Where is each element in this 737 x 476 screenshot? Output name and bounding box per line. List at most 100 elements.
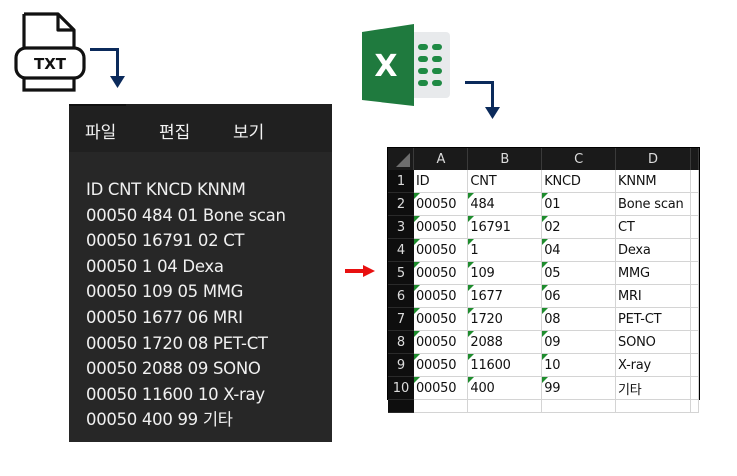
cell[interactable]: 00050 [413, 261, 469, 285]
cell[interactable]: X-ray [615, 353, 691, 377]
menu-file[interactable]: 파일 [85, 123, 117, 143]
cell[interactable]: KNNM [615, 170, 691, 193]
cell[interactable]: 484 [467, 192, 543, 216]
txt-file-icon: TXT [14, 12, 86, 92]
text-line: 00050 109 05 MMG [86, 282, 244, 302]
table-row: 10 00050 400 99 기타 [388, 376, 700, 400]
cell[interactable]: CNT [467, 170, 543, 193]
cell[interactable]: 00050 [413, 284, 469, 308]
cell[interactable]: Dexa [615, 238, 691, 262]
row-header[interactable]: 9 [388, 353, 414, 377]
cell[interactable] [690, 353, 700, 377]
row-header[interactable]: 10 [388, 376, 414, 400]
cell[interactable] [690, 170, 700, 193]
cell[interactable]: SONO [615, 330, 691, 354]
cell[interactable] [690, 238, 700, 262]
table-row: 4 00050 1 04 Dexa [388, 238, 700, 262]
cell[interactable] [690, 261, 700, 285]
text-line: 00050 1677 06 MRI [86, 307, 243, 327]
text-line: 00050 400 99 기타 [86, 410, 233, 430]
row-header[interactable]: 4 [388, 238, 414, 262]
row-header[interactable]: 2 [388, 192, 414, 216]
cell[interactable]: 1677 [467, 284, 543, 308]
text-line: 00050 484 01 Bone scan [86, 205, 286, 225]
cell[interactable]: 00050 [413, 215, 469, 239]
notepad-menubar: 파일 편집 보기 [69, 104, 332, 152]
cell[interactable]: 400 [467, 376, 543, 400]
row-header[interactable]: 8 [388, 330, 414, 354]
excel-icon: X [362, 24, 450, 106]
cell[interactable] [541, 399, 617, 413]
row-header[interactable]: 1 [388, 170, 414, 193]
cell[interactable]: 05 [541, 261, 617, 285]
cell[interactable] [690, 215, 700, 239]
cell[interactable]: 1 [467, 238, 543, 262]
menu-edit[interactable]: 편집 [159, 123, 191, 143]
cell[interactable]: 1720 [467, 307, 543, 331]
cell[interactable]: CT [615, 215, 691, 239]
text-line: 00050 11600 10 X-ray [86, 384, 265, 404]
cell[interactable]: 11600 [467, 353, 543, 377]
cell[interactable]: 08 [541, 307, 617, 331]
table-row: 1 ID CNT KNCD KNNM [388, 170, 700, 193]
column-header-b[interactable]: B [467, 148, 543, 170]
txt-label: TXT [34, 55, 67, 73]
text-line: ID CNT KNCD KNNM [86, 180, 246, 199]
notepad-window: 파일 편집 보기 ID CNT KNCD KNNM 00050 484 01 B… [69, 104, 332, 442]
cell[interactable]: 00050 [413, 353, 469, 377]
cell[interactable] [690, 330, 700, 354]
cell[interactable] [467, 399, 543, 413]
table-row: 5 00050 109 05 MMG [388, 261, 700, 285]
column-header-d[interactable]: D [615, 148, 691, 170]
cell[interactable]: 2088 [467, 330, 543, 354]
cell[interactable] [615, 399, 691, 413]
column-header-e[interactable] [690, 148, 700, 170]
select-all-button[interactable] [388, 148, 415, 170]
cell[interactable]: 109 [467, 261, 543, 285]
menu-view[interactable]: 보기 [233, 123, 265, 143]
table-row: 9 00050 11600 10 X-ray [388, 353, 700, 377]
cell[interactable]: 01 [541, 192, 617, 216]
row-header[interactable]: 3 [388, 215, 414, 239]
cell[interactable] [690, 307, 700, 331]
cell[interactable]: 00050 [413, 192, 469, 216]
cell[interactable]: MMG [615, 261, 691, 285]
notepad-text-area[interactable]: ID CNT KNCD KNNM 00050 484 01 Bone scan … [86, 177, 286, 433]
cell[interactable] [690, 376, 700, 400]
cell[interactable]: Bone scan [615, 192, 691, 216]
cell[interactable] [690, 399, 700, 413]
cell[interactable] [413, 399, 469, 413]
row-header[interactable] [388, 399, 414, 413]
cell[interactable]: 16791 [467, 215, 543, 239]
cell[interactable]: ID [413, 170, 469, 193]
text-line: 00050 1 04 Dexa [86, 256, 224, 276]
excel-x-glyph: X [374, 49, 397, 84]
table-row: 2 00050 484 01 Bone scan [388, 192, 700, 216]
cell[interactable]: 02 [541, 215, 617, 239]
cell[interactable]: PET-CT [615, 307, 691, 331]
cell[interactable]: 10 [541, 353, 617, 377]
cell[interactable]: 04 [541, 238, 617, 262]
row-header[interactable]: 6 [388, 284, 414, 308]
table-row: 3 00050 16791 02 CT [388, 215, 700, 239]
table-row [388, 399, 700, 413]
cell[interactable] [690, 192, 700, 216]
cell[interactable] [690, 284, 700, 308]
cell[interactable]: 00050 [413, 307, 469, 331]
cell[interactable]: KNCD [541, 170, 617, 193]
cell[interactable]: 기타 [615, 376, 691, 400]
cell[interactable]: 00050 [413, 330, 469, 354]
row-header[interactable]: 7 [388, 307, 414, 331]
column-header-c[interactable]: C [541, 148, 617, 170]
cell[interactable]: 09 [541, 330, 617, 354]
text-line: 00050 16791 02 CT [86, 231, 245, 251]
cell[interactable]: 00050 [413, 376, 469, 400]
cell[interactable]: 99 [541, 376, 617, 400]
cell[interactable]: 06 [541, 284, 617, 308]
cell[interactable]: MRI [615, 284, 691, 308]
cell[interactable]: 00050 [413, 238, 469, 262]
row-header[interactable]: 5 [388, 261, 414, 285]
column-header-a[interactable]: A [413, 148, 469, 170]
table-row: 7 00050 1720 08 PET-CT [388, 307, 700, 331]
red-arrow-icon [345, 265, 375, 277]
